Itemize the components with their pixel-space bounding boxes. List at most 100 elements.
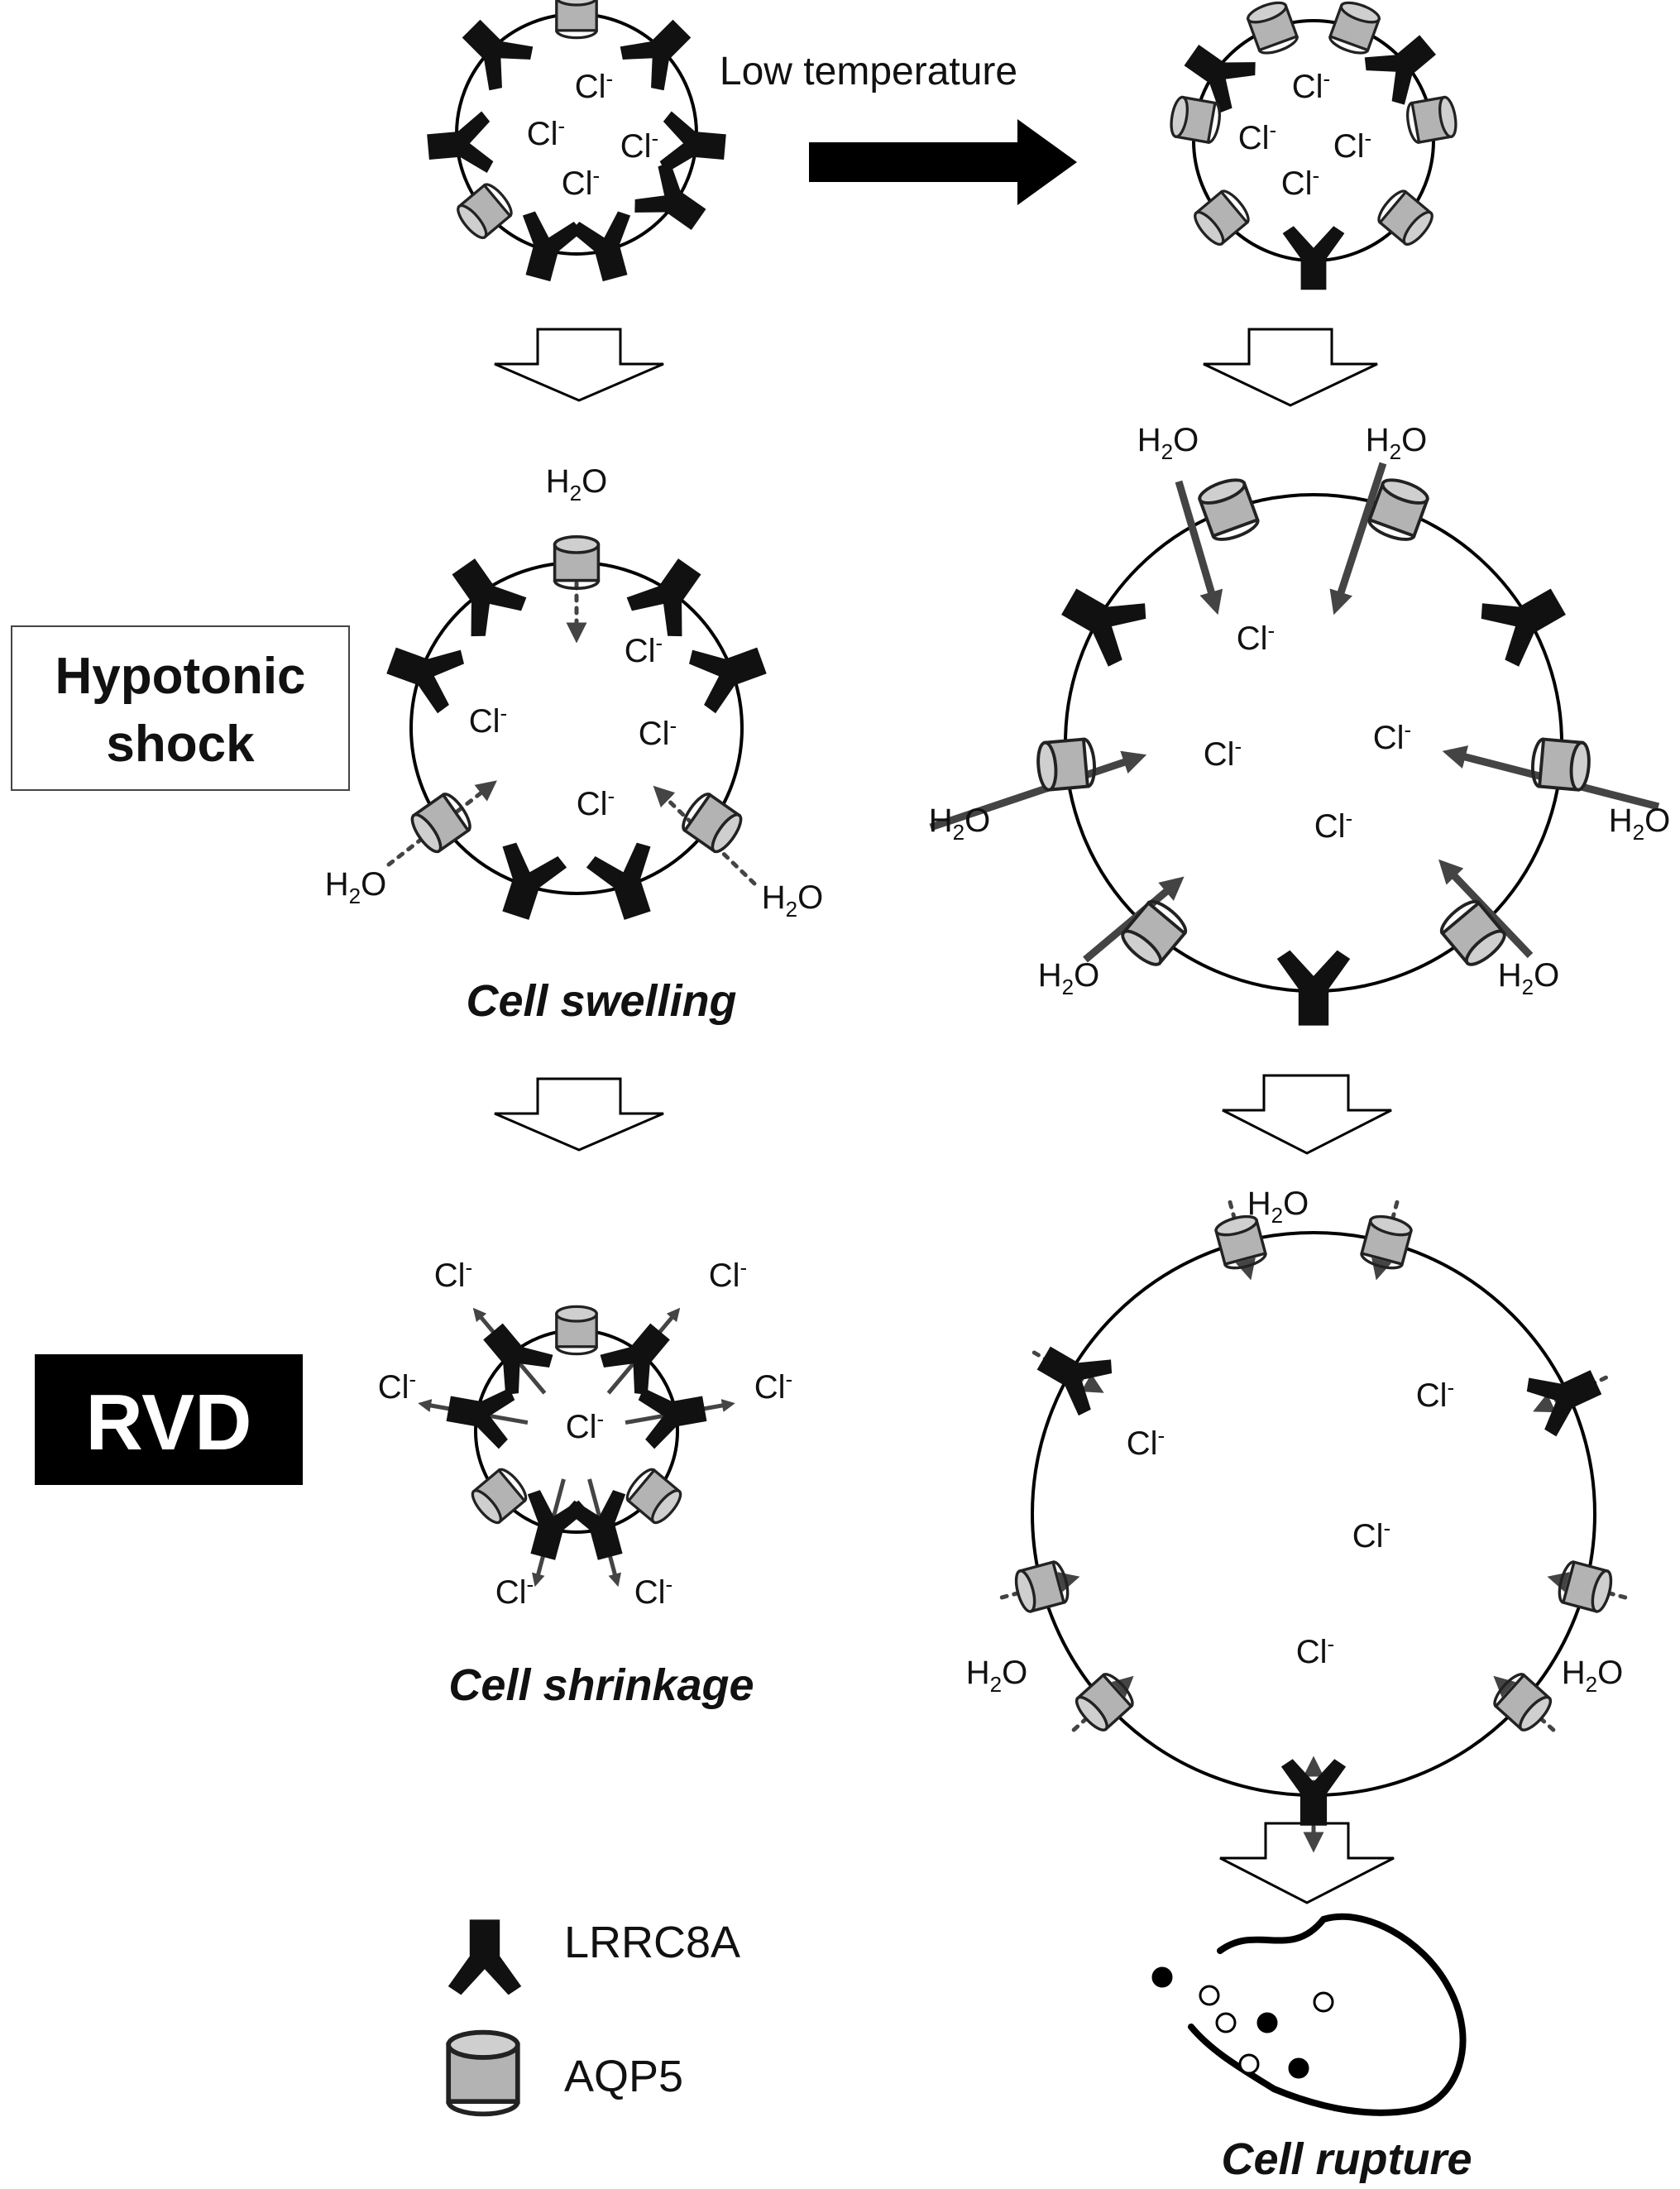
lrrc8a-channel-icon — [615, 7, 704, 96]
legend-lrrc8a-label: LRRC8A — [564, 1918, 740, 1967]
aqp5-water-channel-icon — [1244, 0, 1301, 59]
aqp5-water-channel-icon — [1011, 1559, 1073, 1615]
chloride-ion-label: Cl- — [577, 783, 615, 822]
aqp5-water-channel-icon — [1529, 736, 1593, 793]
chloride-ion-label: Cl- — [434, 1255, 472, 1294]
chloride-ion-label: Cl- — [469, 701, 507, 740]
flow-arrows — [386, 462, 1660, 1853]
down-arrow-left-1 — [494, 328, 664, 402]
aqp5-water-channel-icon — [467, 1463, 532, 1528]
chloride-ion-label: Cl- — [1127, 1423, 1165, 1462]
chloride-ion-label: Cl- — [1373, 717, 1411, 756]
chloride-ion-label: Cl- — [566, 1406, 604, 1445]
lrrc8a-channel-icon — [448, 1919, 522, 1995]
down-arrow-left-2 — [494, 1077, 664, 1152]
water-molecule-label: H2O — [1038, 957, 1099, 999]
aqp5-water-channel-icon — [1403, 94, 1460, 146]
water-influx-arrow — [1329, 462, 1387, 616]
solute-particle-hollow — [1238, 2053, 1260, 2075]
water-molecule-label: H2O — [1609, 802, 1670, 845]
low-temperature-arrow — [809, 119, 1077, 205]
chloride-ion-label: Cl- — [709, 1255, 747, 1294]
chloride-ion-label: Cl- — [378, 1367, 416, 1406]
solute-particle-filled — [1256, 2012, 1278, 2033]
aqp5-water-channel-icon — [1554, 1559, 1616, 1615]
water-influx-arrow — [1175, 480, 1223, 616]
ruptured-cell-outline — [1188, 1913, 1467, 2116]
hypotonic-shock-label-line1: Hypotonic — [55, 648, 305, 705]
solute-particle-filled — [1151, 1966, 1173, 1988]
chloride-ion-label: Cl- — [1292, 66, 1330, 105]
water-molecule-label: H2O — [1247, 1186, 1309, 1228]
chloride-ion-label: Cl- — [634, 1572, 672, 1611]
lrrc8a-channel-icon — [469, 1311, 558, 1401]
rvd-label: RVD — [86, 1378, 252, 1467]
lrrc8a-channel-icon — [435, 547, 531, 643]
lrrc8a-channel-icon — [568, 208, 645, 286]
aqp5-water-channel-icon — [553, 534, 601, 591]
chloride-ion-label: Cl- — [495, 1572, 534, 1611]
aqp5-water-channel-icon — [621, 1463, 687, 1528]
down-arrow-right-3 — [1219, 1822, 1395, 1904]
lrrc8a-channel-icon — [1276, 950, 1351, 1026]
aqp5-water-channel-icon — [555, 0, 598, 40]
rvd-box: RVD — [35, 1354, 303, 1485]
legend: LRRC8A AQP5 — [448, 1918, 740, 2114]
aqp5-water-channel-icon — [405, 788, 476, 858]
chloride-ion-label: Cl- — [527, 113, 565, 152]
water-molecule-label: H2O — [546, 463, 607, 505]
lrrc8a-channel-icon — [449, 7, 538, 96]
legend-aqp5-label: AQP5 — [564, 2052, 683, 2101]
aqp5-water-channel-icon — [1358, 1211, 1414, 1273]
cell-shrinkage-caption: Cell shrinkage — [448, 1660, 754, 1710]
low-temperature-label: Low temperature — [720, 50, 1017, 93]
chloride-ion-label: Cl- — [1281, 163, 1319, 202]
chloride-ion-label: Cl- — [1296, 1631, 1334, 1670]
aqp5-water-channel-icon — [1167, 94, 1224, 146]
water-molecule-label: H2O — [762, 879, 823, 922]
water-influx-arrow — [1438, 859, 1534, 959]
water-molecule-label: H2O — [1366, 422, 1427, 464]
aqp5-water-channel-icon — [448, 2033, 518, 2115]
lrrc8a-channel-icon — [1051, 569, 1153, 671]
lrrc8a-channel-icon — [1521, 1353, 1610, 1440]
hypotonic-shock-label-line2: shock — [106, 716, 255, 773]
chloride-ion-label: Cl- — [620, 126, 658, 165]
water-molecule-label: H2O — [1498, 957, 1559, 999]
solute-particle-hollow — [1313, 1991, 1334, 2013]
solute-particle-filled — [1288, 2057, 1309, 2079]
aqp5-water-channel-icon — [1195, 473, 1262, 546]
water-molecule-label: H2O — [1562, 1655, 1623, 1697]
solute-particle-hollow — [1199, 1985, 1220, 2006]
hypotonic-shock-box: Hypotonic shock — [11, 625, 350, 791]
lrrc8a-channel-icon — [380, 629, 468, 716]
chloride-ion-label: Cl- — [1352, 1516, 1390, 1554]
cell-rupture-caption: Cell rupture — [1221, 2134, 1472, 2184]
lrrc8a-channel-icon — [1474, 569, 1577, 671]
chloride-ion-label: Cl- — [1204, 734, 1242, 773]
chloride-ion-label: Cl- — [575, 66, 613, 105]
chloride-ion-label: Cl- — [625, 630, 663, 669]
lrrc8a-channel-icon — [595, 1311, 684, 1401]
down-arrow-right-2 — [1222, 1074, 1392, 1155]
down-arrow-right-1 — [1203, 328, 1378, 407]
lrrc8a-channel-icon — [483, 839, 570, 927]
lrrc8a-channel-icon — [1027, 1329, 1118, 1420]
released-contents — [1151, 1966, 1334, 2079]
membrane-channels — [380, 0, 1616, 1826]
chloride-ion-label: Cl- — [639, 713, 677, 752]
chloride-ion-label: Cl- — [1333, 126, 1371, 165]
lrrc8a-channel-icon — [629, 157, 717, 246]
solute-particle-hollow — [1215, 2012, 1237, 2033]
aqp5-water-channel-icon — [1326, 0, 1383, 59]
lrrc8a-channel-icon — [508, 208, 585, 286]
lrrc8a-channel-icon — [583, 839, 670, 927]
aqp5-water-channel-icon — [555, 1305, 598, 1356]
lrrc8a-channel-icon — [685, 629, 773, 716]
aqp5-water-channel-icon — [1034, 736, 1098, 793]
water-molecule-label: H2O — [1137, 422, 1199, 464]
chloride-ion-label: Cl- — [1314, 806, 1352, 845]
water-influx-arrow — [929, 750, 1147, 831]
